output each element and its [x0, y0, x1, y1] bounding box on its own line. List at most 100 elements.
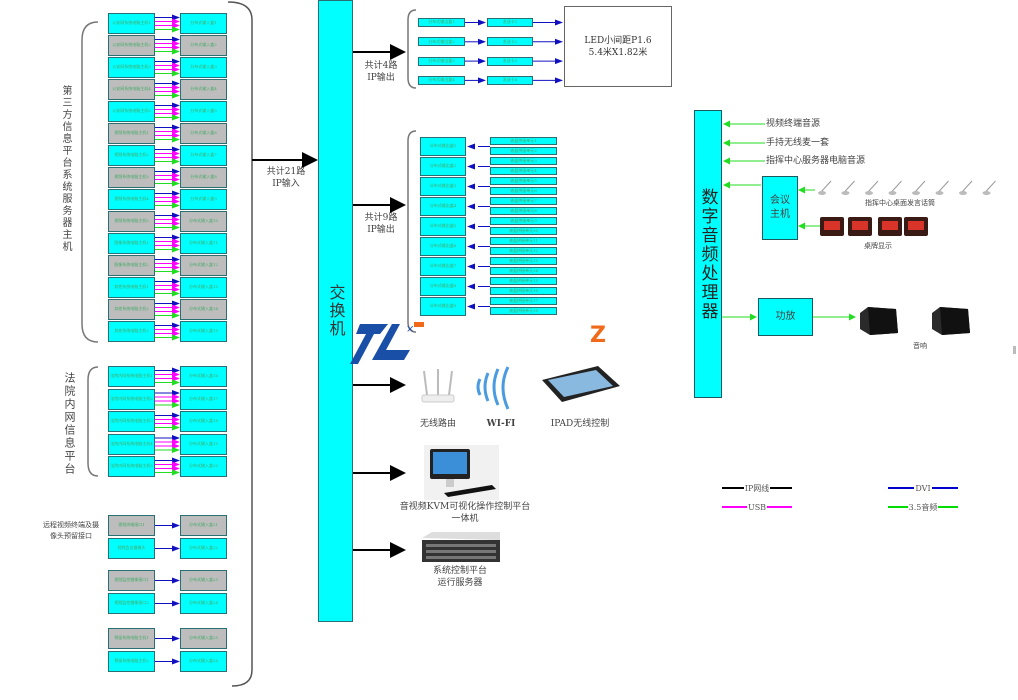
signal-arrow [172, 420, 180, 427]
amplifier-label: 功放 [775, 311, 796, 322]
signal-arrow [172, 322, 180, 329]
signal-arrow [172, 14, 180, 21]
display-unit-box: 液晶拼接单元17 [490, 297, 557, 305]
legend-line [722, 506, 747, 508]
display-unit-box: 液晶拼接单元2 [490, 147, 557, 155]
output-decoder-box: 分布式输出盒4 [418, 75, 465, 85]
input-encoder-box: 分布式输入盒8 [180, 167, 227, 188]
ipad-icon [542, 366, 620, 402]
source-device: 法院内网系统电脑主机2 [108, 388, 155, 410]
signal-arrow [172, 635, 180, 642]
signal-arrow [172, 416, 180, 423]
display-unit-box: 液晶拼接单元8 [490, 207, 557, 215]
signal-arrow [172, 371, 180, 378]
signal-arrow [172, 330, 180, 337]
signal-arrow [172, 136, 180, 143]
signal-arrow [172, 367, 180, 374]
microphone-icon [818, 180, 832, 195]
switch-label: 交换机 [326, 284, 346, 338]
output-decoder-box: 分布式输出盒8 [420, 277, 466, 296]
legend-item: DVI [888, 482, 958, 494]
signal-arrow [172, 308, 180, 315]
input-encoder-box: 分布式输入盒19 [180, 433, 227, 455]
source-device: 图像系统电脑主机2 [108, 255, 155, 276]
output-decoder-box: 分布式输出盒1 [420, 137, 466, 156]
desktop-microphones [818, 180, 996, 195]
signal-arrow [172, 246, 180, 253]
input-encoder-box: 分布式输入盒20 [180, 456, 227, 477]
signal-arrow [172, 412, 180, 419]
source-device: 视频系统电脑主机5 [108, 211, 155, 232]
input-encoder-box: 分布式输入盒15 [180, 321, 227, 342]
source-device: 视频监控摄像接口2 [108, 593, 155, 614]
signal-arrow [172, 577, 180, 584]
signal-arrow [172, 286, 180, 293]
mics-label: 指挥中心桌面发言话筒 [865, 199, 935, 207]
signal-arrow [172, 290, 180, 297]
output-decoder-box: 分布式输出盒3 [418, 56, 465, 66]
source-device: 视频系统电脑主机3 [108, 167, 155, 188]
signal-arrow [172, 260, 180, 267]
display-unit-box: 液晶拼接单元3 [490, 157, 557, 165]
signal-arrow [172, 80, 180, 87]
signal-arrow [172, 394, 180, 400]
legend-line [931, 487, 958, 489]
signal-arrow [172, 461, 180, 468]
signal-arrow [172, 375, 180, 382]
source-device: 视频会议摄像头 [108, 538, 155, 559]
signal-arrow [555, 77, 563, 84]
input-encoder-box: 分布式输入盒11 [180, 233, 227, 254]
source-device: 图像系统电脑主机1 [108, 233, 155, 254]
signal-arrow [172, 158, 180, 165]
output-decoder-box: 分布式输出盒7 [420, 257, 466, 276]
microphone-icon [982, 180, 996, 195]
microphone-icon [888, 180, 902, 195]
signal-arrow [467, 163, 475, 170]
signal-arrow [172, 465, 180, 472]
legend-line [770, 487, 793, 489]
signal-arrow [172, 212, 180, 219]
signal-arrow [172, 198, 180, 205]
signal-arrow [172, 398, 180, 404]
microphone-icon [865, 180, 879, 195]
signal-arrow [172, 224, 180, 231]
signal-arrow [172, 216, 180, 223]
scroll-marker [1013, 346, 1016, 354]
signal-arrow [172, 304, 180, 311]
led-sender-box: 发送卡2 [487, 37, 533, 47]
nameplate-icon [820, 217, 844, 236]
source-device: 视频系统电脑主机1 [108, 123, 155, 144]
source-device: 预留系统电脑主机2 [108, 651, 155, 672]
display-unit-box: 液晶拼接单元18 [490, 307, 557, 315]
signal-arrow [172, 88, 180, 95]
display-output-summary: 共计9路 IP输出 [364, 213, 398, 235]
source-device: 公安网系统电脑主机2 [108, 35, 155, 56]
display-unit-box: 液晶拼接单元12 [490, 247, 557, 255]
input-encoder-box: 分布式输入盒9 [180, 189, 227, 210]
signal-arrow [172, 66, 180, 73]
display-unit-box: 液晶拼接单元7 [490, 197, 557, 205]
legend-line [722, 487, 744, 489]
input-encoder-box: 分布式输入盒25 [180, 628, 227, 649]
legend-label: USB [747, 502, 767, 512]
input-encoder-box: 分布式输入盒21 [180, 515, 227, 536]
signal-arrow [172, 334, 180, 341]
display-unit-box: 液晶拼接单元4 [490, 167, 557, 175]
display-unit-box: 液晶拼接单元15 [490, 277, 557, 285]
signal-arrow [172, 443, 180, 449]
source-device: 视频系统电脑主机4 [108, 189, 155, 210]
legend-item: USB [722, 501, 793, 513]
led-output-summary: 共计4路 IP输出 [364, 61, 398, 83]
microphone-icon [912, 180, 926, 195]
signal-arrow [172, 268, 180, 275]
display-unit-box: 液晶拼接单元16 [490, 287, 557, 295]
nameplates-label: 桌牌显示 [864, 242, 892, 250]
nameplate-displays [820, 217, 928, 236]
input-encoder-box: 分布式输入盒3 [180, 57, 227, 78]
digital-audio-processor: 数字音频处理器 [694, 110, 722, 398]
signal-arrow [172, 282, 180, 289]
router-icon [421, 369, 455, 403]
signal-arrow [172, 70, 180, 77]
server-label: 系统控制平台 运行服务器 [432, 566, 487, 588]
dsp-label: 数字音频处理器 [697, 187, 718, 321]
